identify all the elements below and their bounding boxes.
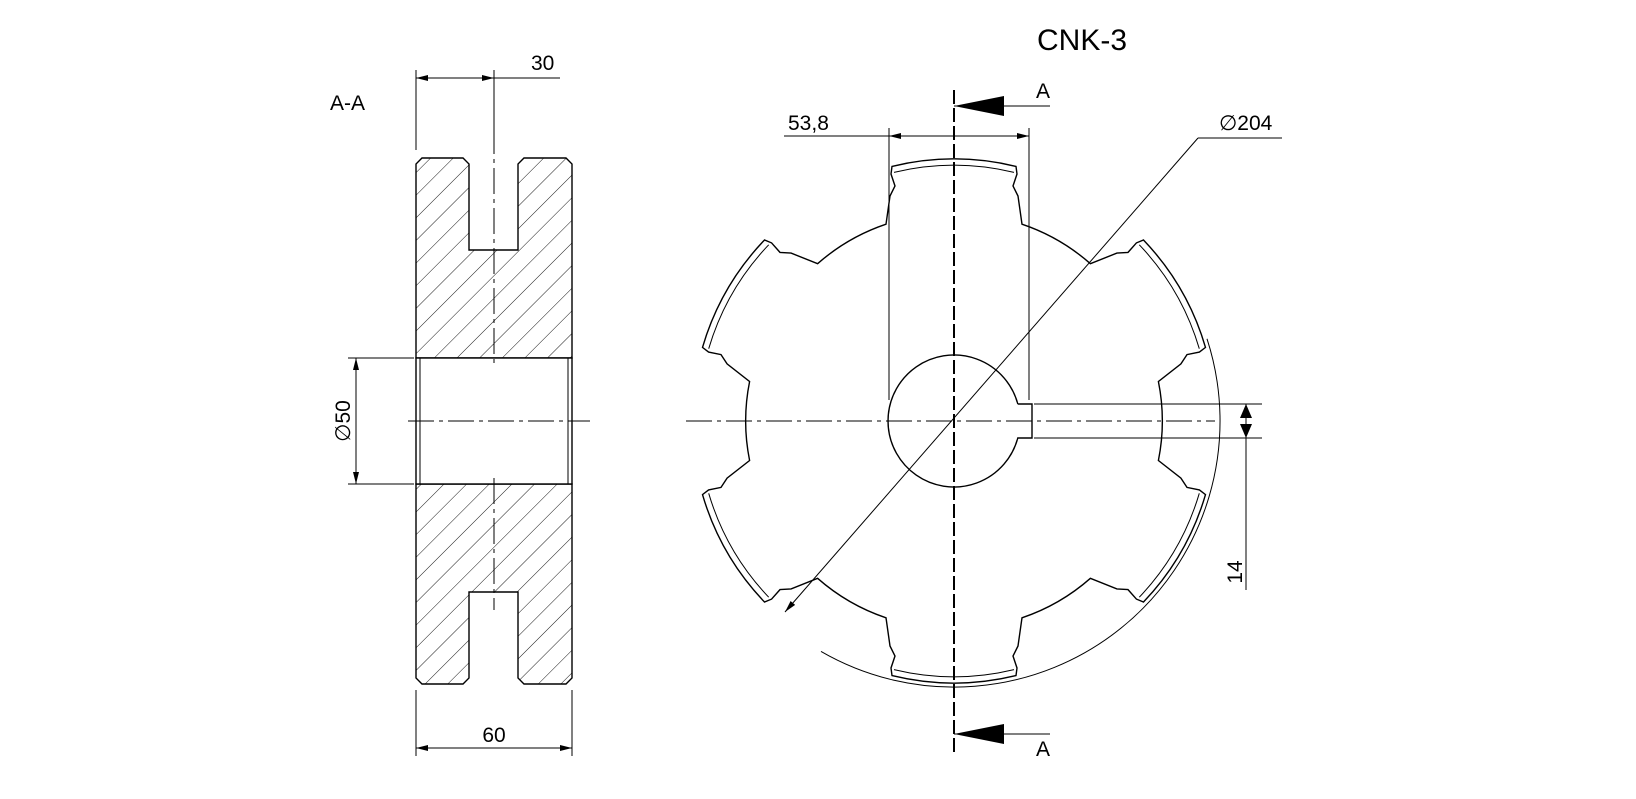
spider-outline (701, 158, 1207, 684)
cut-marker-top: A (1036, 80, 1050, 103)
front-view: A A 53,8 ∅204 14 (686, 80, 1282, 761)
section-label: A-A (330, 92, 365, 115)
dim-slot-depth: 30 (531, 52, 554, 75)
drawing-title: CNK-3 (1037, 24, 1127, 57)
dim-width: 60 (482, 724, 505, 747)
outer-diameter-arc (820, 338, 1221, 688)
dim-spline-width: 53,8 (788, 112, 829, 135)
dim-outer-diameter: ∅204 (1219, 112, 1273, 135)
dim-keyway: 14 (1224, 560, 1247, 584)
hub-bore (887, 354, 1033, 488)
dim-bore: ∅50 (332, 400, 355, 442)
cut-marker-bottom: A (1036, 738, 1050, 761)
section-view: A-A 30 60 ∅50 (330, 52, 590, 756)
